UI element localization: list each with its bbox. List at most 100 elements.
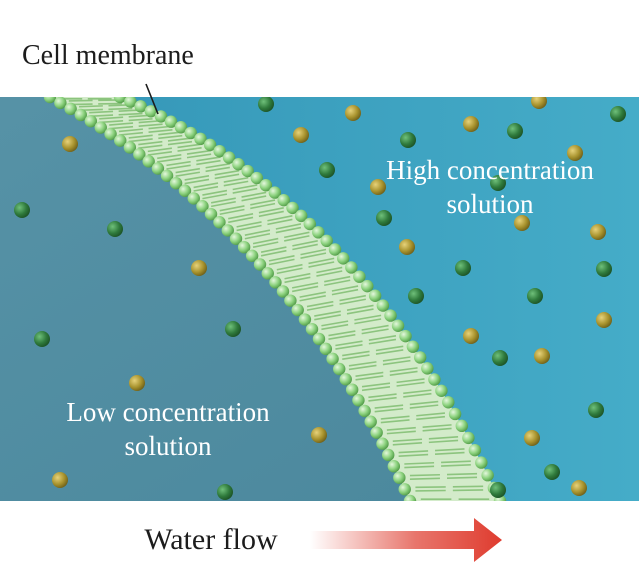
- lipid-tail: [342, 350, 370, 357]
- solute-particle-icon: [490, 482, 506, 498]
- lipid-tail: [252, 237, 279, 245]
- lipid-tail: [223, 180, 249, 187]
- lipid-tail: [236, 224, 262, 232]
- lipid-tail: [276, 267, 303, 275]
- lipid-heads: [43, 97, 507, 501]
- lipid-tail: [214, 169, 240, 176]
- lipid-head-icon: [345, 383, 359, 396]
- low-concentration-label-line1: Low concentration: [66, 397, 270, 427]
- lipid-head-icon: [368, 289, 382, 302]
- lipid-tail: [232, 184, 258, 191]
- solute-particle-icon: [34, 331, 50, 347]
- lipid-tail: [118, 112, 143, 116]
- lipid-tail: [398, 453, 429, 457]
- lipid-tail: [219, 208, 245, 216]
- solute-particle-icon: [527, 288, 543, 304]
- solute-particle-icon: [610, 106, 626, 122]
- solute-particle-icon: [14, 202, 30, 218]
- lipid-tail: [79, 105, 103, 108]
- lipid-tail: [346, 304, 374, 311]
- lipid-head-icon: [134, 100, 147, 113]
- lipid-head-icon: [399, 329, 412, 343]
- lipid-head-icon: [245, 249, 259, 262]
- lipid-tail: [299, 291, 326, 298]
- lipid-tail: [241, 195, 267, 202]
- solute-particle-icon: [400, 132, 416, 148]
- lipid-head-icon: [298, 313, 312, 326]
- solute-particle-icon: [463, 116, 479, 132]
- lipid-head-icon: [352, 394, 365, 407]
- lipid-tail: [167, 137, 193, 142]
- lipid-tail: [331, 285, 359, 292]
- lipid-tail: [284, 272, 311, 280]
- lipid-tail: [324, 279, 351, 287]
- lipid-head-icon: [382, 448, 395, 462]
- water-flow-label: Water flow: [144, 523, 278, 556]
- solute-particle-icon: [62, 136, 78, 152]
- lipid-tail: [291, 282, 319, 289]
- lipid-tail: [258, 207, 284, 214]
- low-concentration-label-line2: solution: [124, 430, 212, 461]
- lipid-tail: [306, 300, 334, 308]
- lipid-tail: [428, 439, 459, 444]
- lipid-tail: [368, 396, 397, 402]
- lipid-tail: [416, 415, 446, 421]
- lipid-head-icon: [345, 261, 358, 274]
- solute-particles: [14, 97, 626, 500]
- lipid-tail: [380, 415, 410, 420]
- solute-particle-icon: [107, 221, 123, 237]
- lipid-tail: [219, 205, 245, 212]
- lipid-head-icon: [194, 132, 207, 146]
- solute-particle-icon: [311, 427, 327, 443]
- lipid-tail: [244, 229, 271, 236]
- lipid-tail: [210, 200, 236, 208]
- lipid-tail: [441, 464, 471, 467]
- lipid-head-icon: [253, 258, 267, 271]
- lipid-tail: [300, 248, 327, 256]
- lipid-tail: [166, 164, 191, 170]
- lipid-tail: [361, 382, 391, 388]
- lipid-head-icon: [178, 184, 192, 197]
- lipid-tail: [184, 178, 210, 185]
- solute-particle-icon: [463, 328, 479, 344]
- lipid-head-icon: [428, 373, 441, 386]
- lipid-head-icon: [358, 404, 371, 418]
- solute-particle-icon: [596, 261, 612, 277]
- lipid-head-icon: [74, 108, 87, 122]
- lipid-head-icon: [94, 121, 107, 134]
- lipid-tail: [328, 333, 356, 340]
- lipid-tail: [392, 438, 423, 443]
- lipid-tail: [434, 448, 465, 452]
- lipid-tail: [361, 386, 391, 392]
- lipid-head-icon: [333, 362, 346, 376]
- lipid-tail: [99, 116, 124, 120]
- lipid-tail: [260, 246, 287, 253]
- lipid-tail: [258, 210, 284, 218]
- lipid-tail: [446, 472, 478, 476]
- lipid-tail: [267, 215, 293, 222]
- lipid-tail: [328, 330, 356, 337]
- lipid-tail: [177, 143, 202, 149]
- solute-particle-icon: [345, 105, 361, 121]
- lipid-tail: [193, 182, 219, 189]
- lipid-head-icon: [361, 279, 374, 293]
- lipid-tail: [175, 167, 201, 174]
- lipid-head-icon: [229, 232, 243, 245]
- lipid-tail: [316, 266, 343, 274]
- lipid-head-icon: [376, 299, 390, 312]
- lipid-tail: [167, 140, 193, 146]
- lipid-tail: [339, 298, 366, 305]
- water-flow-arrow-icon: [310, 518, 502, 562]
- solute-particle-icon: [376, 210, 392, 226]
- lipid-tail: [368, 393, 397, 399]
- lipid-tail: [214, 173, 240, 180]
- lipid-tail: [138, 123, 163, 128]
- lipid-tail: [128, 117, 153, 122]
- lipid-tail: [404, 465, 435, 469]
- lipid-tail: [202, 189, 228, 196]
- lipid-head-icon: [187, 192, 200, 205]
- lipid-head-icon: [303, 217, 316, 231]
- solute-particle-icon: [258, 97, 274, 112]
- high-concentration-label-line2: solution: [446, 188, 534, 219]
